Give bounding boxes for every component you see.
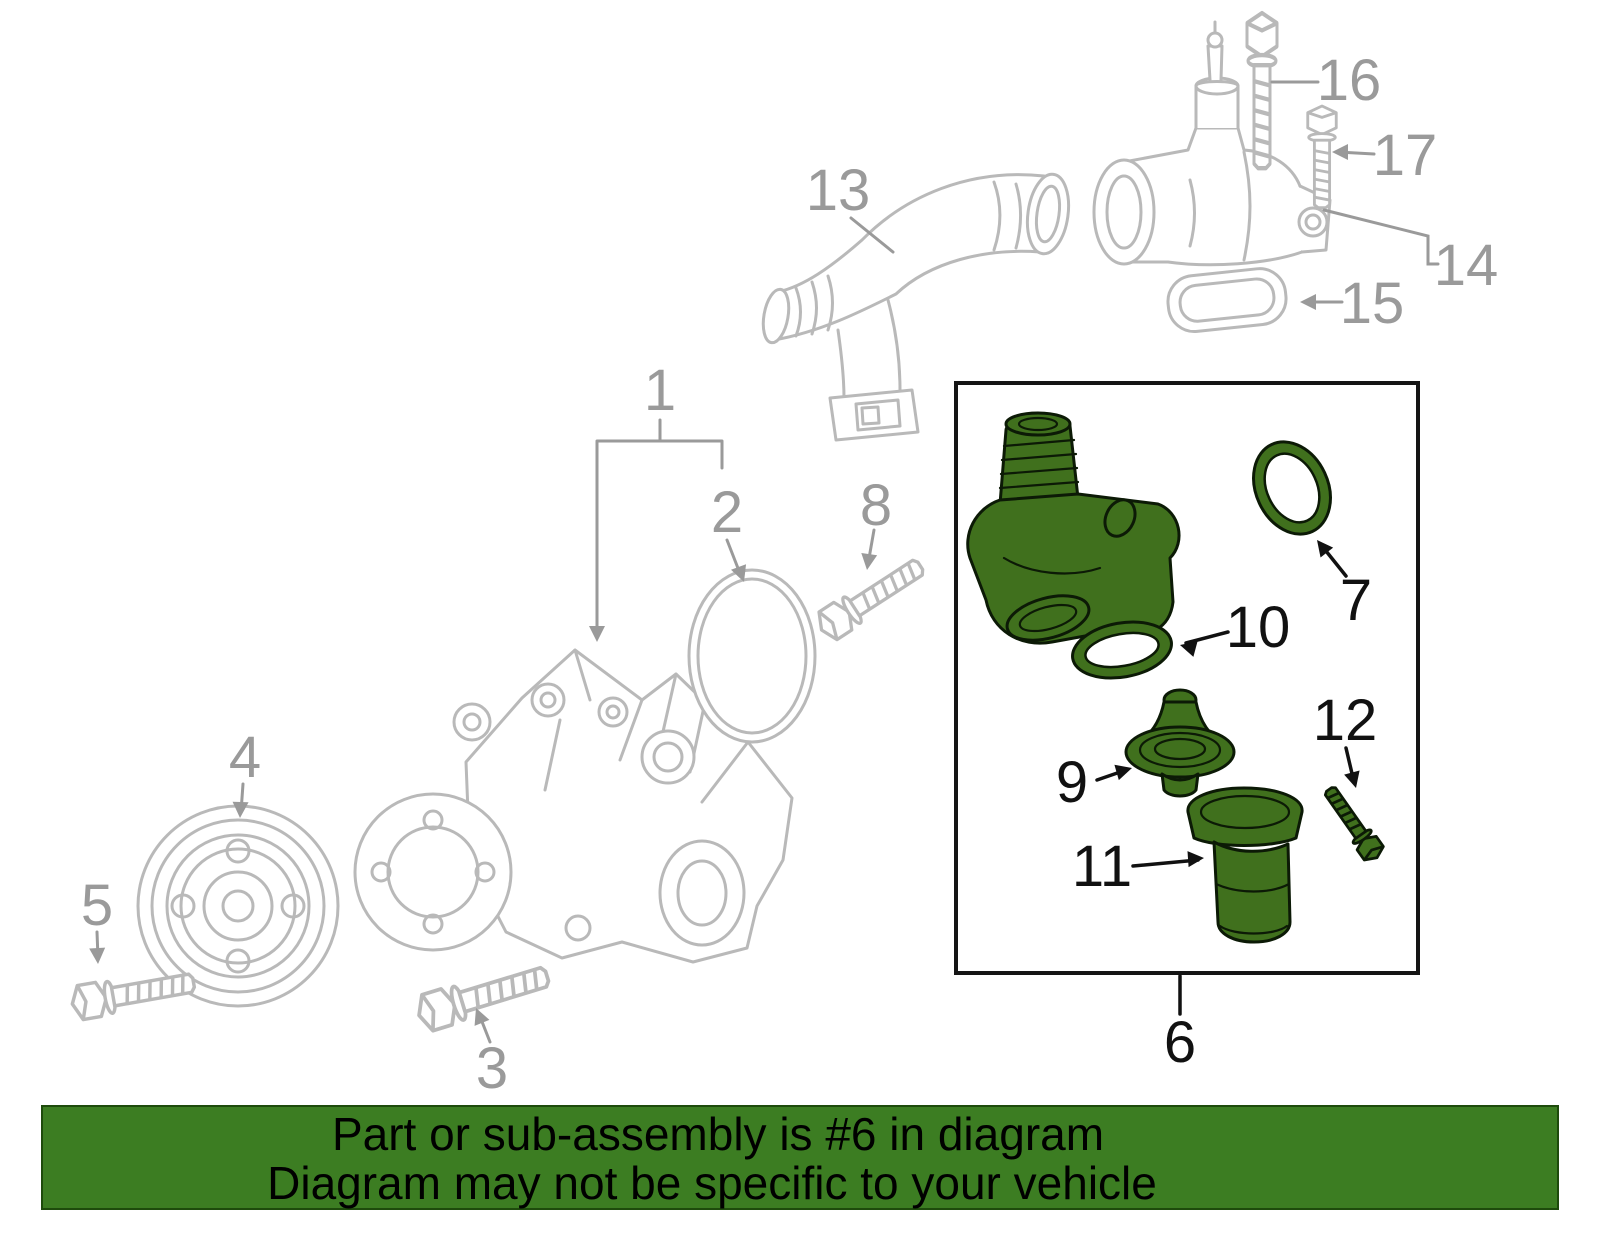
callout-3: 3 [476, 1036, 508, 1101]
gray-callouts: 1 2 3 4 5 8 13 14 15 16 17 [81, 48, 1498, 1101]
banner: Part or sub-assembly is #6 in diagram Di… [41, 1105, 1559, 1210]
thermostat-housing-gray-drawing [1092, 20, 1332, 267]
water-pump-drawing [353, 648, 794, 964]
callout-6: 6 [1164, 1010, 1196, 1075]
callout-4: 4 [229, 725, 261, 790]
black-leader-lines [1095, 535, 1364, 1016]
callout-12: 12 [1313, 688, 1378, 753]
gray-line-art [67, 13, 1338, 1036]
callout-13: 13 [806, 158, 871, 223]
bolt-12-drawing [1318, 781, 1388, 866]
callout-5: 5 [81, 873, 113, 938]
gray-leader-lines [89, 80, 1440, 1044]
green-thermostat-housing-drawing [966, 411, 1181, 645]
bolt-16-drawing [1247, 13, 1277, 168]
callout-8: 8 [860, 473, 892, 538]
oring-7-drawing [1252, 440, 1332, 536]
callout-15: 15 [1340, 271, 1405, 336]
callout-2: 2 [711, 480, 743, 545]
thermostat-9-drawing [1124, 688, 1236, 798]
gasket-15-drawing [1166, 267, 1288, 334]
banner-background [41, 1105, 1559, 1210]
callout-9: 9 [1056, 750, 1088, 815]
callout-7: 7 [1340, 568, 1372, 633]
hose-drawing [761, 172, 1071, 442]
bolt-8-drawing [810, 550, 931, 646]
callout-10: 10 [1226, 595, 1291, 660]
oring-2-drawing [687, 568, 817, 744]
pulley-drawing [136, 804, 340, 1008]
oring-10-drawing [1071, 620, 1173, 680]
highlighted-assembly-6 [966, 411, 1388, 944]
banner-line-1: Part or sub-assembly is #6 in diagram [332, 1108, 1104, 1160]
callout-14: 14 [1434, 233, 1499, 298]
banner-line-2: Diagram may not be specific to your vehi… [267, 1157, 1157, 1209]
black-callouts: 7 9 10 11 12 6 [1056, 568, 1377, 1075]
callout-1: 1 [644, 358, 676, 423]
callout-17: 17 [1373, 123, 1438, 188]
callout-16: 16 [1317, 48, 1382, 113]
highlight-box [954, 381, 1420, 975]
outlet-housing-11-drawing [1186, 786, 1304, 944]
callout-11: 11 [1072, 834, 1132, 899]
